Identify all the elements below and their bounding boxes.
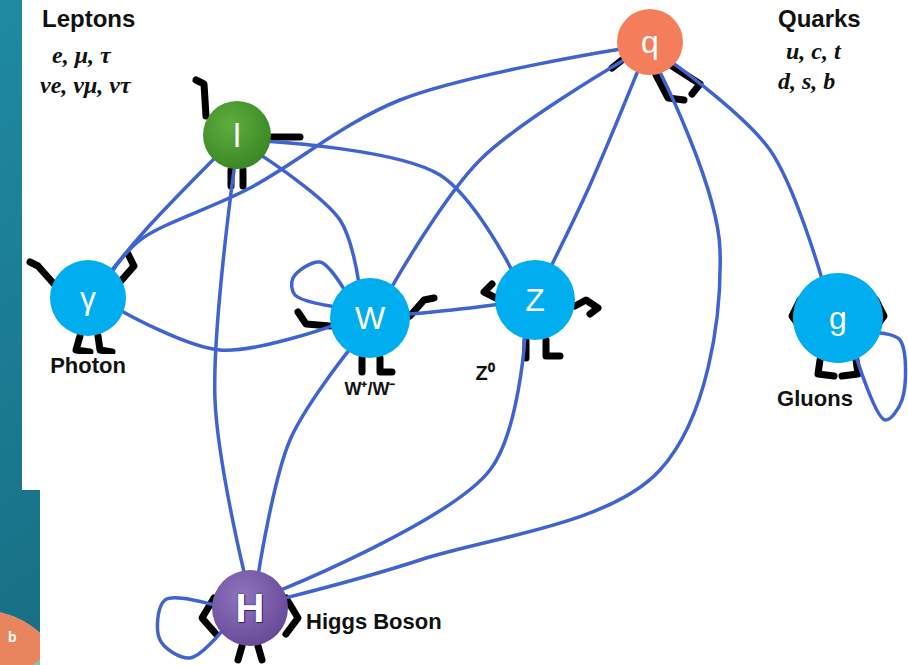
particle-circle: WW⁺/W⁻ (330, 278, 410, 358)
arm (30, 262, 54, 284)
particle-family-text: Leptons (42, 6, 135, 32)
white-panel (22, 0, 908, 665)
arm (575, 300, 598, 314)
interaction-line (283, 339, 525, 589)
leg (258, 646, 262, 660)
interaction-line (270, 142, 510, 269)
chart-letter: b (8, 630, 17, 645)
particle-circle: gGluons (793, 273, 883, 363)
interaction-line (410, 305, 495, 314)
interaction-line (259, 351, 348, 571)
particle-circle: l (203, 101, 271, 169)
leg (76, 336, 90, 352)
leg (238, 646, 242, 660)
particle-symbol: γ (80, 282, 96, 314)
particle-circle: γPhoton (50, 260, 126, 336)
arm (298, 312, 330, 326)
particle-name: W⁺/W⁻ (343, 380, 398, 400)
particle-name: Gluons (775, 387, 855, 411)
particle-symbol: H (236, 588, 265, 628)
leg (240, 170, 247, 186)
interaction-line (675, 64, 822, 276)
interaction-line (113, 49, 617, 269)
particle-symbol: W (355, 302, 385, 334)
interaction-line (123, 312, 331, 350)
interaction-line (552, 72, 637, 263)
particle-circle: q (617, 9, 683, 75)
leg (359, 358, 366, 372)
particle-symbol: Z (525, 284, 545, 316)
leg (380, 358, 392, 372)
particle-family-text: Quarks (778, 6, 861, 32)
particle-circle: HHiggs Boson (212, 570, 288, 646)
interaction-line (287, 73, 721, 597)
interaction-line (215, 169, 244, 571)
particle-name: Higgs Boson (304, 610, 444, 634)
particle-family-text: νe, νμ, ντ (40, 72, 131, 98)
particle-family-text: e, μ, τ (52, 42, 111, 68)
particle-name: Z⁰ (473, 362, 496, 384)
interaction-line (263, 157, 358, 280)
particle-name: Photon (48, 354, 128, 378)
particle-symbol: q (641, 26, 659, 58)
arm (272, 134, 300, 141)
particle-family-text: u, c, t (786, 38, 841, 64)
particle-circle: ZZ⁰ (495, 260, 575, 340)
particle-family-text: d, s, b (778, 68, 835, 94)
leg (546, 340, 560, 356)
interaction-line (393, 61, 623, 285)
leg (98, 336, 112, 352)
particle-symbol: l (233, 118, 241, 152)
stick-limbs (30, 60, 884, 660)
particle-symbol: g (829, 302, 847, 334)
arm (196, 80, 206, 116)
